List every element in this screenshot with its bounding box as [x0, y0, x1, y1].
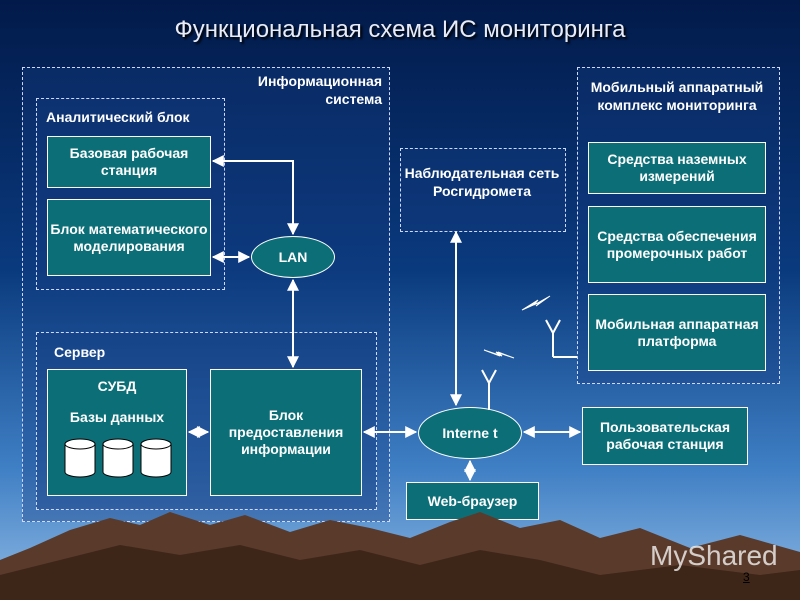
database-cylinders	[64, 438, 172, 478]
internet-node: Interne t	[418, 407, 522, 459]
connector-workstation-lan	[211, 155, 299, 236]
observation-region	[400, 148, 566, 232]
server-label: Сервер	[54, 344, 106, 360]
web-browser-box: Web-браузер	[406, 482, 539, 520]
provision-box: Блок предоставления информации	[210, 369, 362, 496]
workstation-box: Базовая рабочая станция	[47, 136, 211, 188]
user-workstation-box: Пользовательская рабочая станция	[582, 407, 748, 465]
dbms-title: СУБД	[97, 378, 137, 394]
analytic-block-label: Аналитический блок	[46, 109, 190, 125]
page-number: 3	[743, 570, 750, 584]
antenna-mobile-icon	[545, 319, 577, 358]
observation-label: Наблюдательная сеть Росгидромета	[404, 165, 560, 199]
mobile-platform-box: Мобильная аппаратная платформа	[588, 294, 766, 371]
signal-bolt-2-icon	[521, 295, 551, 311]
survey-support-box: Средства обеспечения промерочных работ	[588, 206, 766, 283]
lan-node: LAN	[251, 236, 335, 278]
info-system-label: Информационная система	[257, 73, 382, 107]
watermark-logo: MyShared	[650, 540, 778, 571]
modeling-box: Блок математического моделирования	[47, 199, 211, 276]
slide-title: Функциональная схема ИС мониторинга	[174, 16, 626, 43]
internet-label: Interne t	[442, 424, 498, 441]
dbms-subtitle: Базы данных	[69, 409, 165, 425]
mobile-label: Мобильный аппаратный комплекс мониторинг…	[590, 79, 764, 113]
ground-measurement-box: Средства наземных измерений	[588, 142, 766, 194]
antenna-internet-icon	[481, 369, 497, 410]
signal-bolt-icon	[483, 349, 515, 359]
